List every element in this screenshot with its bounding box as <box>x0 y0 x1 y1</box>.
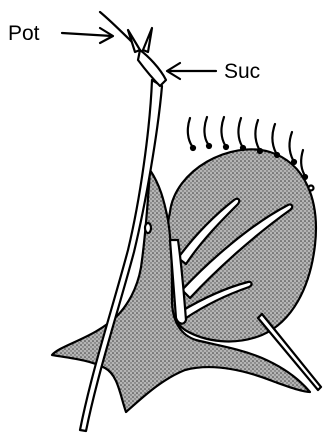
hook-tip <box>224 145 228 149</box>
hook-tip <box>258 149 262 153</box>
hook-tip <box>191 146 195 150</box>
hook <box>255 120 259 149</box>
hook <box>221 117 225 145</box>
arrow-suc <box>167 63 216 79</box>
arrow-pot <box>62 28 113 43</box>
tip-spike-right <box>143 28 152 52</box>
hook-dot <box>309 186 314 191</box>
body-pore <box>145 223 151 233</box>
hook-tip <box>275 153 279 157</box>
hook-tip <box>303 175 307 179</box>
hook <box>301 150 304 174</box>
hook-tip <box>207 144 211 148</box>
label-pot: Pot <box>8 22 40 45</box>
hook <box>204 117 208 144</box>
hook <box>188 118 192 146</box>
hook <box>289 132 293 160</box>
arrow-pot-shaft <box>62 33 112 36</box>
label-suc: Suc <box>224 60 260 83</box>
hook <box>272 124 276 153</box>
hook <box>238 118 242 146</box>
hook-tip <box>292 160 296 164</box>
hook-tip <box>241 146 245 150</box>
